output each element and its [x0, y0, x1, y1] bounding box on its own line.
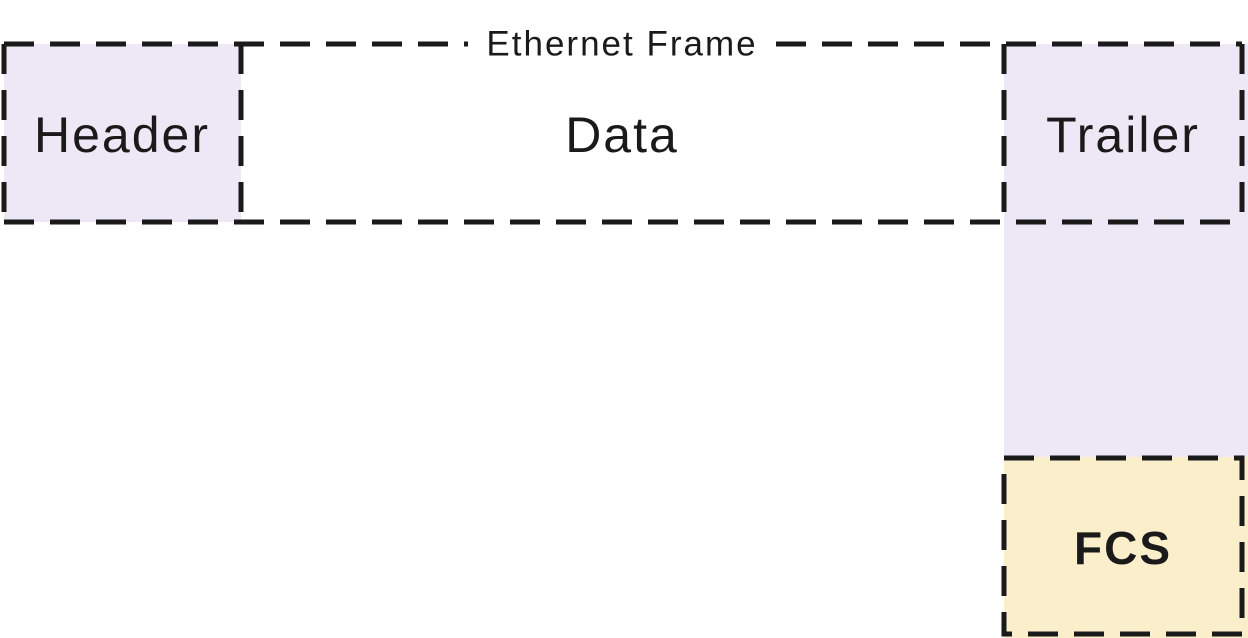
header-box-fill	[4, 44, 241, 222]
fcs-label: FCS	[1074, 522, 1172, 574]
ethernet-frame-title: Ethernet Frame	[486, 25, 757, 64]
trailer-label: Trailer	[1046, 107, 1200, 163]
trailer-column-band	[1004, 44, 1248, 458]
data-label: Data	[565, 107, 679, 163]
fcs-box-border	[1001, 455, 1245, 637]
fcs-box-fill	[1004, 457, 1248, 638]
header-label: Header	[34, 107, 210, 163]
